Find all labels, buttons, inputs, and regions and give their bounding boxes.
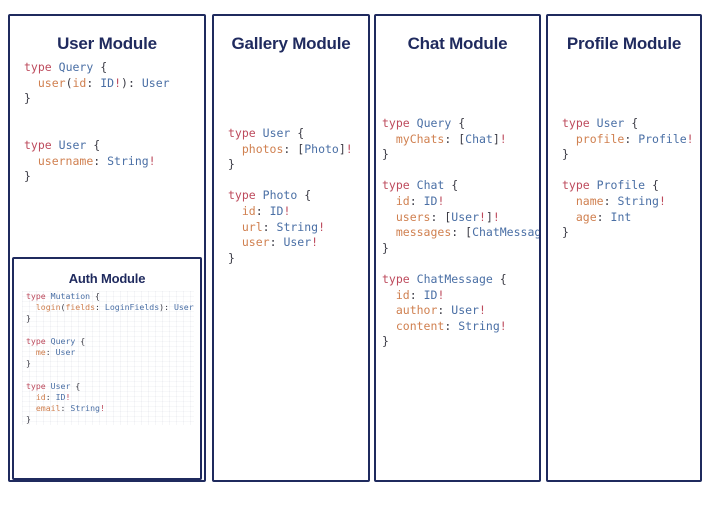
card-title-chat-module: Chat Module [407,34,508,53]
auth-code-surface: type Mutation { login(fields: LoginField… [22,291,194,426]
card-profile-module[interactable]: Profile Module type User { profile: Prof… [546,14,702,482]
code-block-gallery-module: type User { photos: [Photo]! } type Phot… [228,126,353,265]
card-gallery-module[interactable]: Gallery Module type User { photos: [Phot… [212,14,370,482]
code-block-auth-module: type Mutation { login(fields: LoginField… [26,291,194,425]
card-auth-module[interactable]: Auth Module type Mutation { login(fields… [12,257,202,480]
code-block-profile-module: type User { profile: Profile! } type Pro… [562,116,694,240]
card-title-profile-module: Profile Module [566,34,682,53]
card-chat-module[interactable]: Chat Module type Query { myChats: [Chat]… [374,14,541,482]
card-title-user-module: User Module [57,34,157,53]
card-user-module[interactable]: User Module type Query { user(id: ID!): … [8,14,206,482]
code-block-user-module: type Query { user(id: ID!): User } type … [24,60,170,184]
card-title-gallery-module: Gallery Module [231,34,351,53]
card-title-auth-module: Auth Module [68,271,146,286]
code-block-chat-module: type Query { myChats: [Chat]! } type Cha… [382,116,541,349]
